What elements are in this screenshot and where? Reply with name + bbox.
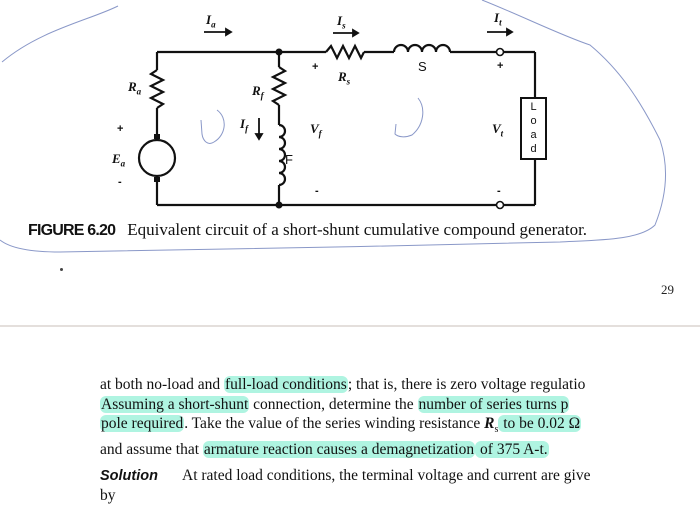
circuit-diagram [0, 0, 666, 253]
page-divider [0, 325, 700, 327]
label-F: F [285, 152, 293, 167]
solution-line-2: by [100, 487, 116, 504]
label-S: S [418, 59, 427, 74]
sign-Ea-minus: - [118, 176, 122, 188]
label-Ea: Ea [112, 151, 126, 169]
pen-outline-annotation [0, 0, 666, 253]
label-Vf: Vf [310, 121, 322, 139]
figure-number: FIGURE 6.20 [28, 222, 116, 239]
body-line-4: and assume that armature reaction causes… [100, 440, 549, 458]
body-line-2: Assuming a short-shunt connection, deter… [100, 395, 570, 413]
load-box: L o a d [520, 97, 547, 160]
highlight: to be 0.02 Ω [498, 415, 582, 432]
label-Vt: Vt [492, 121, 504, 139]
label-Ia: Ia [206, 12, 216, 30]
label-Rs: Rs [338, 69, 351, 87]
solution-label: Solution [100, 468, 158, 484]
sign-Vt-minus: - [497, 185, 501, 197]
figure-caption-text: Equivalent circuit of a short-shunt cumu… [127, 220, 588, 239]
sign-Vf-minus: - [315, 185, 319, 197]
loop-arrow-annotation-2 [394, 97, 424, 138]
highlight: Assuming a short-shunt [100, 395, 250, 413]
body-line-3: pole required. Take the value of the ser… [100, 415, 582, 436]
highlight: pole required [100, 415, 185, 432]
terminal-top [495, 47, 505, 57]
highlight: of 375 A-t. [475, 440, 549, 458]
label-Ra: Ra [128, 79, 142, 97]
page-number: 29 [661, 282, 674, 297]
highlight: full-load conditions [223, 376, 348, 393]
body-paragraph: at both no-load and full-load conditions… [100, 375, 700, 459]
loop-arrow-annotation-1 [200, 109, 225, 144]
solution-line: Solution At rated load conditions, the te… [100, 466, 590, 486]
label-If: If [240, 116, 249, 134]
label-It: It [494, 10, 502, 28]
label-Is: Is [337, 13, 346, 31]
highlight: number of series turns p [417, 395, 570, 413]
armature-generator [137, 138, 177, 178]
terminal-bottom [495, 200, 505, 210]
solution-text: At rated load conditions, the terminal v… [182, 467, 591, 484]
body-line-1: at both no-load and full-load conditions… [100, 376, 586, 393]
figure-caption: FIGURE 6.20 Equivalent circuit of a short… [28, 220, 587, 240]
sign-Vt-plus: + [497, 60, 504, 72]
speck [60, 268, 63, 271]
highlight: armature reaction causes a demagnetizati… [202, 440, 476, 458]
label-Rf: Rf [252, 83, 264, 101]
sign-Vf-plus: + [312, 61, 319, 73]
sign-Ea-plus: + [117, 123, 124, 135]
